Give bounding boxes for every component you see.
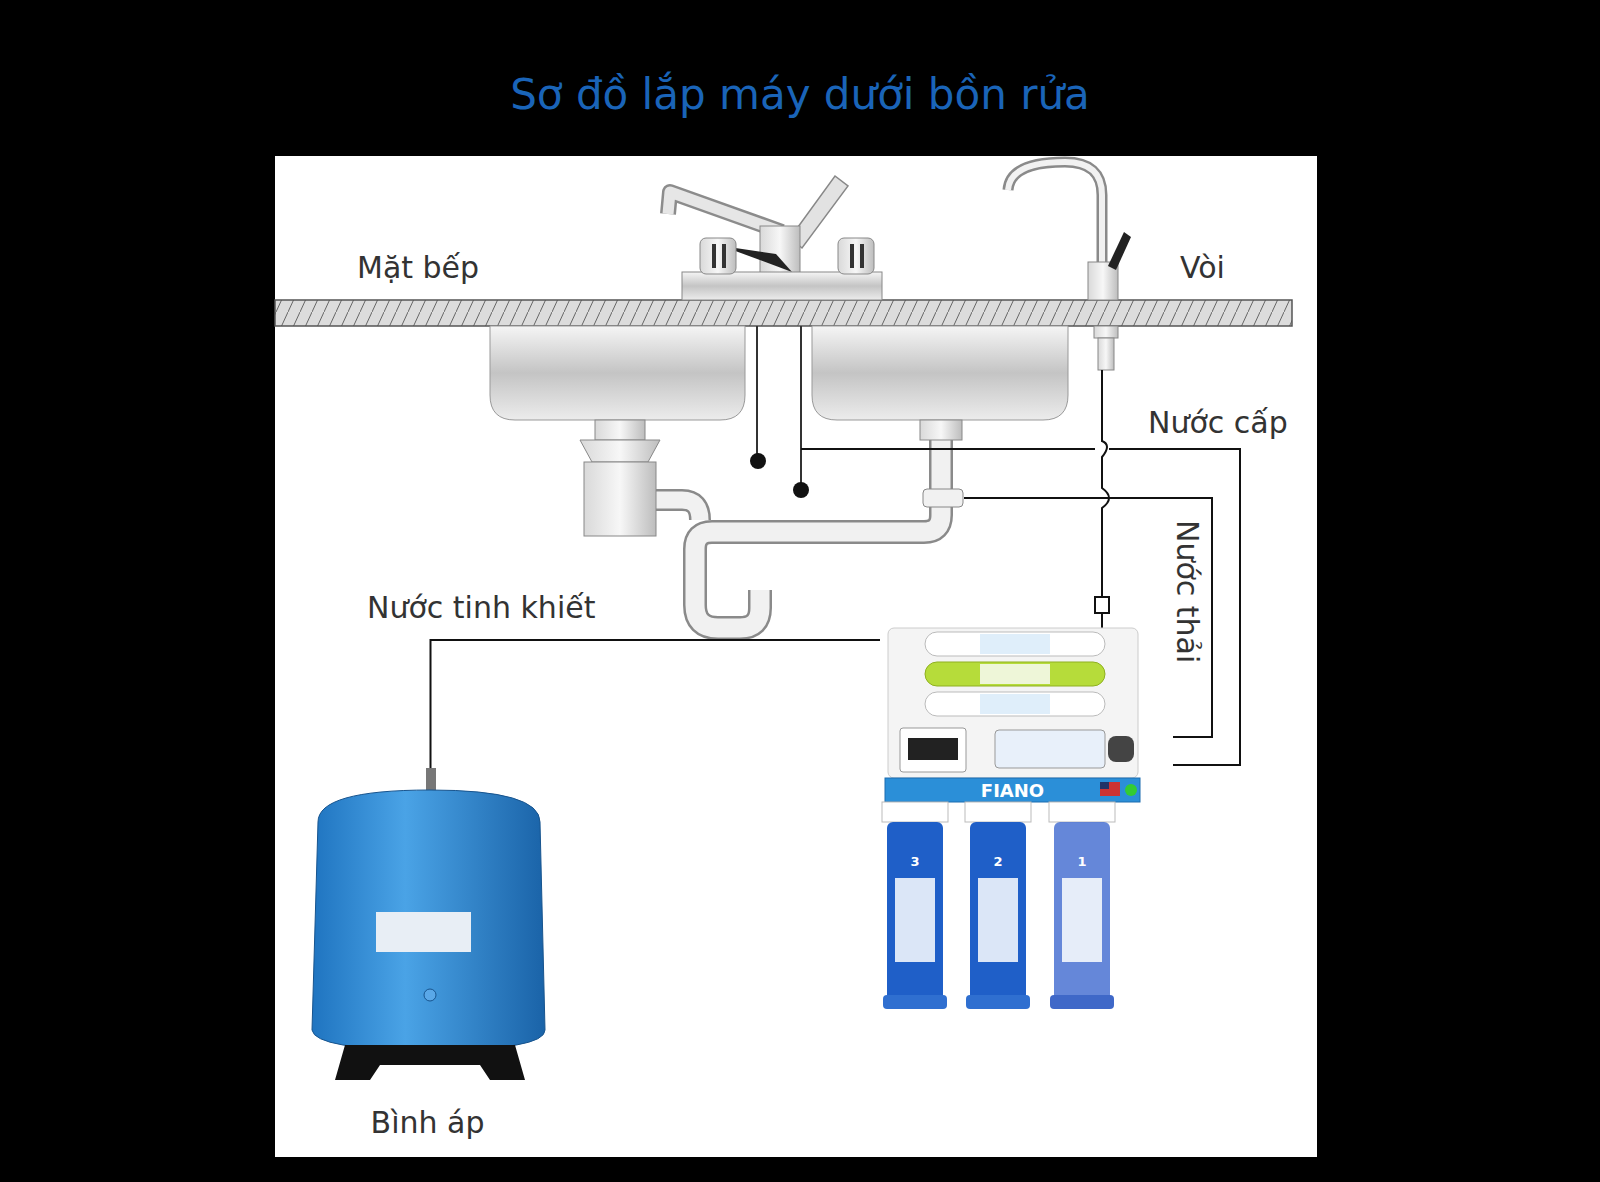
drawing-part: [275, 156, 1317, 1157]
drawing-part: [980, 634, 1050, 654]
drawing-part: [490, 326, 745, 420]
drain-pipes: [580, 420, 963, 628]
drawing-part: [908, 738, 958, 760]
drawing-part: [595, 420, 645, 440]
drawing-part: [812, 326, 1068, 420]
drawing-part: [1008, 162, 1102, 262]
drawing-part: [900, 728, 966, 772]
drawing-part: [1095, 597, 1109, 613]
drawing-part: [682, 272, 882, 300]
filter-number: 2: [993, 854, 1002, 870]
panel: [275, 156, 1317, 1157]
drawing-part: [850, 244, 854, 268]
drawing-part: [793, 482, 809, 498]
drawing-part: [1094, 326, 1118, 338]
drawing-part: [335, 1045, 525, 1080]
countertop: [275, 300, 1292, 326]
drawing-part: [376, 912, 471, 952]
drawing-part: [1101, 613, 1103, 628]
drawing-part: [883, 995, 947, 1009]
drawing-part: [1108, 232, 1131, 270]
drawing-part: [1054, 822, 1110, 1002]
drawing-part: [925, 692, 1105, 716]
node-text: Bình áp: [305, 1105, 550, 1141]
part-label: Nước thải: [1169, 520, 1205, 663]
drawing-part: [978, 878, 1018, 962]
drawing-part: [1100, 782, 1120, 796]
drawing-part: [722, 244, 726, 268]
drawing-part: [980, 664, 1050, 684]
drawing-part: [882, 802, 1115, 1009]
drawing-part: [923, 489, 963, 507]
filter-number: 3: [910, 854, 919, 870]
drawing-part: [275, 300, 1292, 326]
drawing-part: [580, 440, 660, 462]
drawing-part: [424, 989, 436, 1001]
ro-machine: [882, 628, 1140, 1009]
filter-number: 1: [1077, 854, 1086, 870]
drawing-part: [895, 878, 935, 962]
drawing-part: [712, 244, 716, 268]
ro-faucet: [1008, 162, 1131, 370]
drawing-part: [965, 802, 1031, 822]
drawing-part: [312, 790, 545, 1050]
drawing-part: [966, 995, 1030, 1009]
drawing-part: [650, 500, 700, 520]
drawing-part: [1100, 782, 1109, 789]
pressure-tank: [312, 768, 545, 1080]
part-label: Mặt bếp: [357, 250, 479, 286]
drawing-part: [426, 768, 436, 792]
drawing-part: [888, 628, 1138, 778]
edge-label: Nước tinh khiết: [365, 590, 597, 626]
drawing-part: [920, 420, 962, 440]
drawing-part: [1125, 784, 1137, 796]
drawing-part: [584, 462, 656, 536]
diagram-title: Sơ đồ lắp máy dưới bồn rửa: [0, 70, 1600, 120]
pressure-tank-box: Bình áp: [305, 768, 550, 1153]
drawing-part: [756, 326, 758, 458]
drawing-part: [1108, 736, 1134, 762]
part-label: Vòi: [1180, 250, 1225, 286]
drawing-part: [860, 244, 864, 268]
drawing-part: [980, 694, 1050, 714]
drawing-part: [760, 226, 800, 276]
drawing-part: [1098, 338, 1114, 370]
drawing-part: [695, 440, 941, 628]
drawing-part: [800, 326, 802, 487]
drawing-part: [1062, 878, 1102, 962]
mixer-faucet: [668, 176, 882, 300]
ro-machine-box: FIANO: [880, 620, 1145, 1015]
node-text: FIANO: [880, 780, 1145, 802]
drawing-part: [695, 440, 941, 628]
supply-lines: [750, 326, 809, 498]
drawing-part: [882, 802, 948, 822]
drawing-part: [887, 822, 943, 1002]
drawing-part: [838, 238, 874, 274]
drawing-part: [700, 238, 736, 274]
drawing-part: [970, 822, 1026, 1002]
pipe-connector: [431, 640, 881, 768]
drawing-part: [650, 500, 700, 520]
drawing-part: [1049, 802, 1115, 822]
drawing-part: [750, 453, 766, 469]
drawing-part: [1102, 370, 1109, 597]
part-label: Nước cấp: [1148, 405, 1288, 441]
sinks: [490, 326, 1068, 420]
drawing-part: [925, 662, 1105, 686]
drawing-part: [1008, 162, 1102, 262]
drawing-part: [995, 730, 1105, 768]
drawing-part: [925, 632, 1105, 656]
drawing-part: [1050, 995, 1114, 1009]
